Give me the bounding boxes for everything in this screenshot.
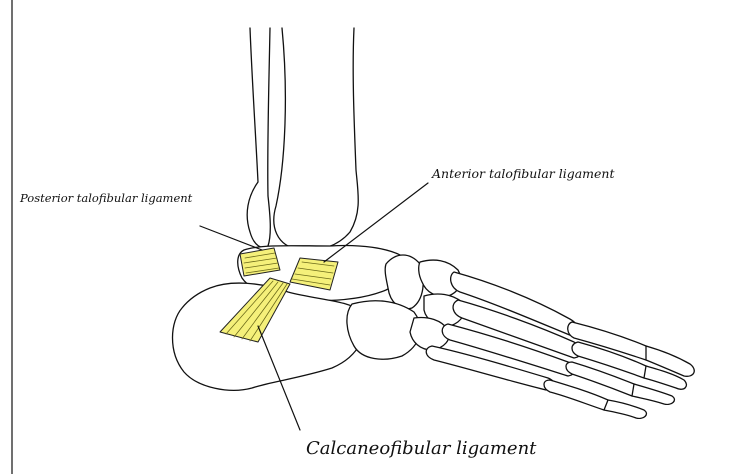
phalanx xyxy=(604,400,646,418)
navicular xyxy=(385,255,423,309)
calcaneofibular-label: Calcaneofibular ligament xyxy=(306,440,536,458)
tibia xyxy=(274,28,358,250)
phalanx xyxy=(632,384,674,404)
posterior-talofibular-label: Posterior talofibular ligament xyxy=(20,193,192,205)
anterior-talofibular-label: Anterior talofibular ligament xyxy=(432,168,615,181)
cuboid xyxy=(347,301,420,359)
fibula xyxy=(247,28,270,247)
